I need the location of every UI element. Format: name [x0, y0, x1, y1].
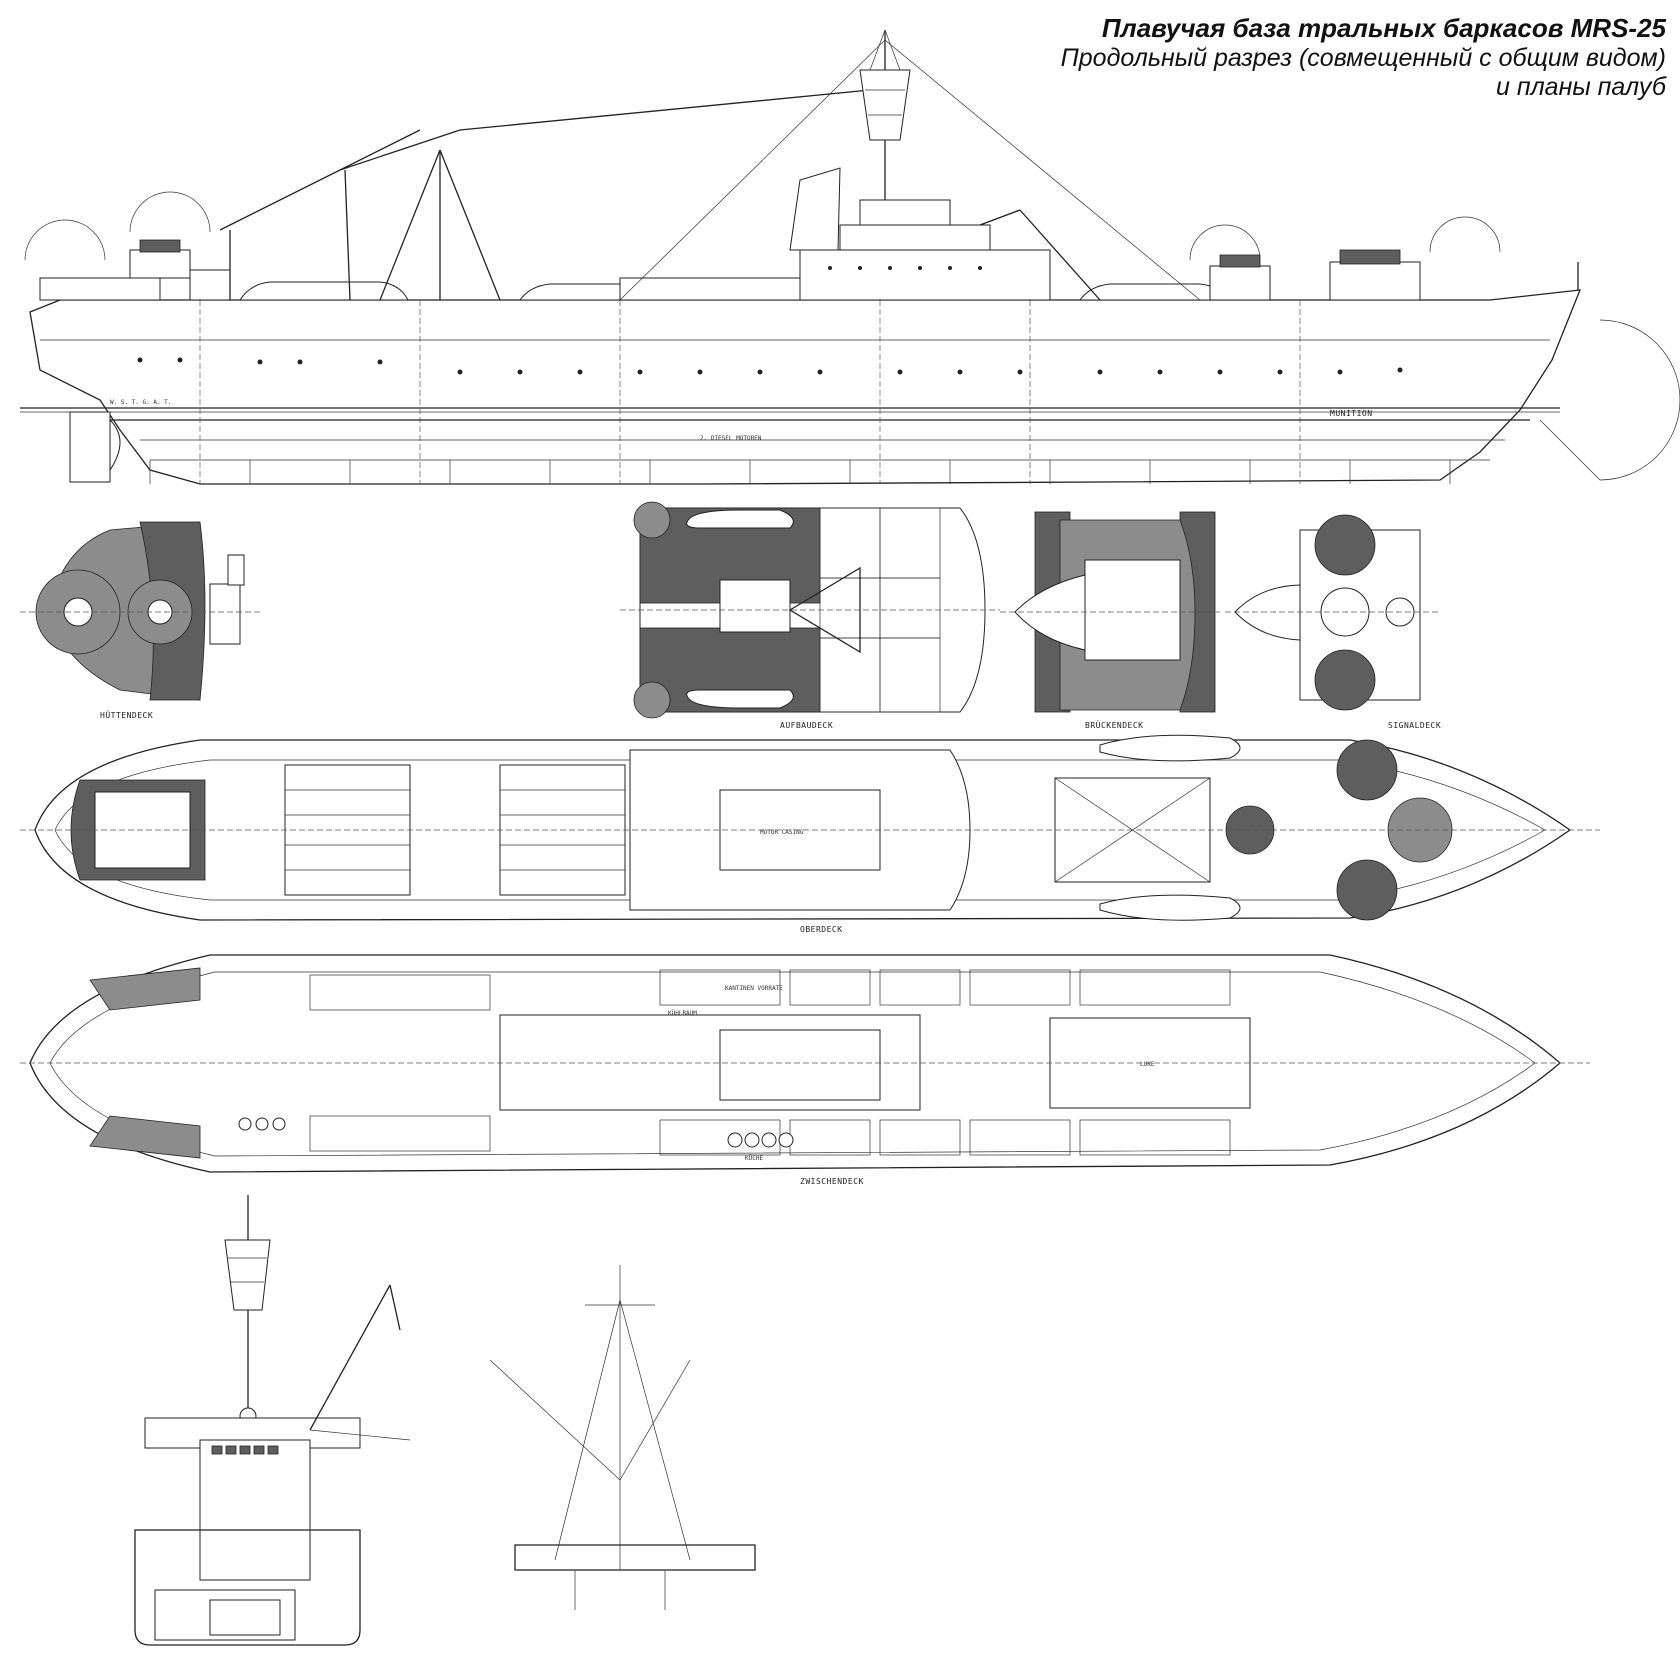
waterline-label: W. S. T. G. A. T. [110, 399, 171, 406]
signaldeck-plan: SIGNALDECK [1225, 514, 1441, 730]
aufbaudeck-label: AUFBAUDECK [780, 721, 833, 730]
motor-room-label: 2. DIESEL MOTOREN [700, 435, 762, 442]
drawing-title: Плавучая база тральных баркасов MRS-25 [1101, 13, 1666, 43]
zwischendeck-label: ZWISCHENDECK [800, 1177, 864, 1186]
huttendeck-label: HÜTTENDECK [100, 710, 153, 720]
munition-label: MUNITION [1330, 409, 1373, 418]
title-block: Плавучая база тральных баркасов MRS-25 П… [1060, 13, 1666, 101]
huttendeck-plan: HÜTTENDECK [20, 521, 260, 720]
motor-casing-label: MOTOR CASING [760, 829, 804, 836]
drawing-subtitle: Продольный разрез (совмещенный с общим в… [1060, 43, 1666, 72]
side-view: MUNITION 2. DIESEL MOTOREN W. S. T. G. A… [20, 29, 1680, 485]
signaldeck-label: SIGNALDECK [1388, 721, 1441, 730]
luke-label: LUKE [1140, 1061, 1155, 1068]
drawing-subtitle-2: и планы палуб [1495, 72, 1666, 101]
kuhlraum-label: KÜHLRAUM [668, 1010, 697, 1017]
aufbaudeck-plan: AUFBAUDECK [620, 501, 1000, 730]
kuche-label: KÜCHE [745, 1155, 763, 1162]
aft-section-view [489, 1265, 756, 1610]
zwischendeck-plan: LUKE KÜCHE KÜHLRAUM KANTINEN VORRATE ZWI… [20, 954, 1590, 1186]
bruckendeck-plan: BRÜCKENDECK [1000, 511, 1220, 730]
kantinen-label: KANTINEN VORRATE [725, 985, 783, 992]
oberdeck-plan: MOTOR CASING OBERDECK [20, 734, 1600, 934]
front-section-view [134, 1195, 411, 1646]
bruckendeck-label: BRÜCKENDECK [1085, 720, 1143, 730]
oberdeck-label: OBERDECK [800, 925, 843, 934]
